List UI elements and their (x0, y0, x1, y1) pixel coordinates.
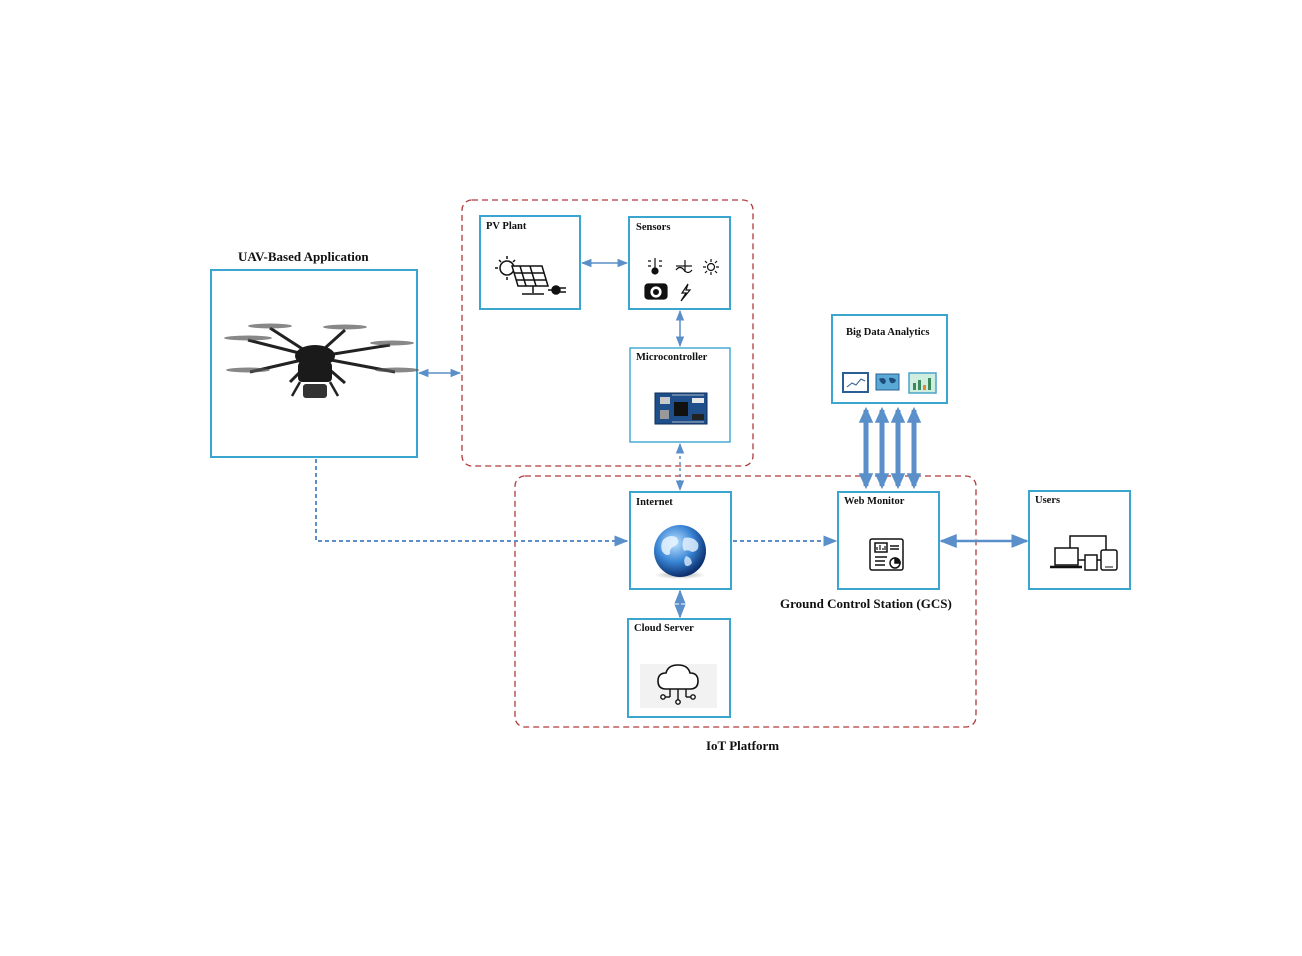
world-map-icon (875, 373, 900, 391)
uav-title: UAV-Based Application (238, 249, 369, 264)
drone-photo (224, 323, 419, 398)
devices-icon (1050, 535, 1118, 571)
solar-panel-icon (495, 256, 566, 295)
microcontroller-title: Microcontroller (636, 352, 708, 363)
sensor-icons (644, 258, 719, 302)
globe-icon (654, 525, 706, 579)
internet-title: Internet (636, 497, 673, 508)
uav-internet-arrow (315, 459, 629, 547)
sensors-title: Sensors (636, 222, 671, 233)
users-title: Users (1035, 495, 1061, 506)
report-dashboard-icon (869, 538, 904, 571)
bigdata-icons (842, 372, 937, 394)
web-monitor-title: Web Monitor (844, 496, 905, 507)
circuit-board-icon (654, 392, 708, 425)
camera-icon (644, 283, 668, 300)
sensing-group-boundary (461, 199, 754, 467)
big-data-title: Big Data Analytics (846, 327, 930, 338)
cloud-network-icon (640, 664, 717, 708)
humidity-icon (675, 260, 693, 274)
cloud-server-title: Cloud Server (634, 623, 694, 634)
sun-icon (703, 259, 719, 275)
pv-plant-title: PV Plant (486, 221, 527, 232)
bigdata-webmonitor-arrows (858, 406, 922, 490)
line-chart-icon (842, 372, 869, 393)
iot-platform-boundary (514, 475, 977, 728)
bar-chart-icon (908, 372, 937, 394)
iot-platform-title: IoT Platform (706, 738, 780, 753)
lightning-icon (680, 283, 692, 302)
gcs-title: Ground Control Station (GCS) (780, 596, 952, 611)
thermometer-icon (648, 258, 662, 275)
